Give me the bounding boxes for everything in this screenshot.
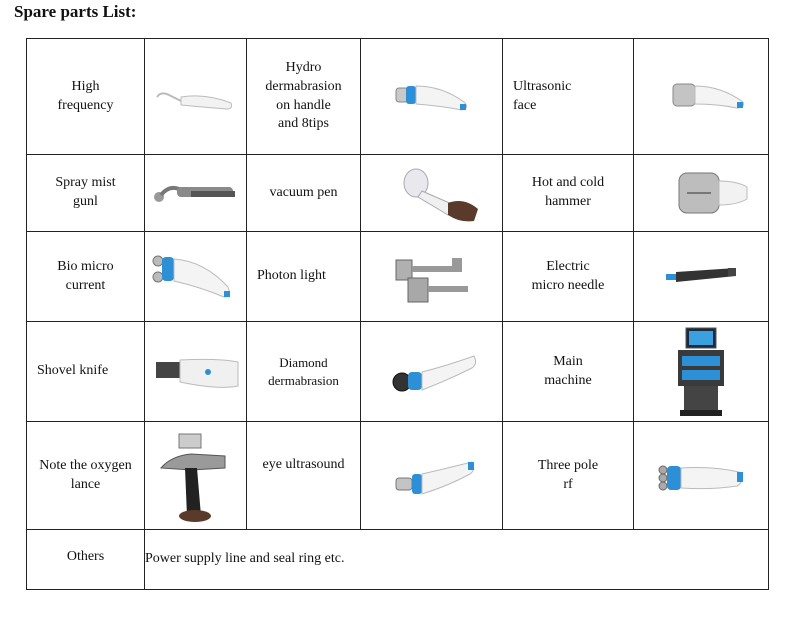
part-name-bio-micro-current: Bio micro current <box>26 231 145 322</box>
table-row: Shovel knife Diamond dermabrasion Main m… <box>26 321 769 422</box>
hydro-dermabrasion-handle-icon <box>360 38 503 155</box>
oxygen-lance-icon <box>144 421 247 530</box>
part-name-electric-micro-needle: Electric micro needle <box>502 231 634 322</box>
eye-ultrasound-handle-icon <box>360 421 503 530</box>
main-machine-icon <box>633 321 769 422</box>
part-name-main-machine: Main machine <box>502 321 634 422</box>
hot-cold-hammer-icon <box>633 154 769 232</box>
page-title: Spare parts List: <box>14 2 137 21</box>
ultrasonic-face-handle-icon <box>633 38 769 155</box>
micro-needle-pen-icon <box>633 231 769 322</box>
part-name-eye-ultrasound: eye ultrasound <box>246 421 361 530</box>
part-name-high-frequency: High frequency <box>26 38 145 155</box>
table-row: Others Power supply line and seal ring e… <box>26 529 769 590</box>
others-label: Others <box>26 529 145 590</box>
spray-mist-gun-icon <box>144 154 247 232</box>
high-frequency-probe-icon <box>144 38 247 155</box>
table-row: High frequency Hydro dermabrasion on han… <box>26 38 769 155</box>
diamond-dermabrasion-handle-icon <box>360 321 503 422</box>
part-name-oxygen-lance: Note the oxygen lance <box>26 421 145 530</box>
spare-parts-table: High frequency Hydro dermabrasion on han… <box>26 38 769 590</box>
part-name-spray-mist-gun: Spray mist gunl <box>26 154 145 232</box>
part-name-vacuum-pen: vacuum pen <box>246 154 361 232</box>
table-row: Bio micro current Photon light Electric … <box>26 231 769 322</box>
part-name-three-pole-rf: Three pole rf <box>502 421 634 530</box>
part-name-ultrasonic-face: Ultrasonic face <box>502 38 634 155</box>
three-pole-rf-handle-icon <box>633 421 769 530</box>
table-row: Note the oxygen lance eye ultrasound Thr… <box>26 421 769 530</box>
others-description: Power supply line and seal ring etc. <box>144 529 769 590</box>
part-name-photon-light: Photon light <box>246 231 361 322</box>
part-name-shovel-knife: Shovel knife <box>26 321 145 422</box>
part-name-hot-cold-hammer: Hot and cold hammer <box>502 154 634 232</box>
vacuum-pen-icon <box>360 154 503 232</box>
part-name-hydro-dermabrasion: Hydro dermabrasion on handle and 8tips <box>246 38 361 155</box>
table-row: Spray mist gunl vacuum pen Hot and cold … <box>26 154 769 232</box>
part-name-diamond-dermabrasion: Diamond dermabrasion <box>246 321 361 422</box>
shovel-knife-icon <box>144 321 247 422</box>
bio-micro-current-handle-icon <box>144 231 247 322</box>
photon-light-heads-icon <box>360 231 503 322</box>
